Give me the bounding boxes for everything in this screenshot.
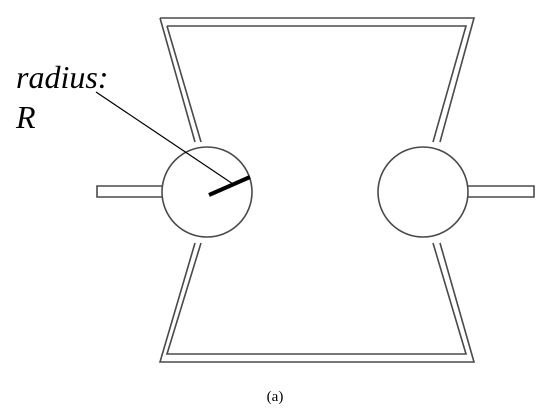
- figure-caption: (a): [267, 389, 284, 405]
- frame-outer-left-upper: [159, 17, 196, 143]
- frame-inner-left-upper: [166, 25, 202, 143]
- radius-leader-line: [95, 91, 234, 185]
- left-port: [96, 146, 253, 238]
- frame-inner-top: [167, 25, 468, 143]
- right-port-stub: [468, 185, 535, 198]
- cavity-frame: [158, 17, 476, 363]
- radius-label-line1: radius:: [16, 59, 108, 95]
- radius-bar: [208, 175, 251, 197]
- right-port-circle: [377, 146, 469, 238]
- radius-label-line2: R: [15, 99, 36, 135]
- left-port-circle: [161, 146, 253, 238]
- frame-inner-bottom: [165, 242, 468, 355]
- right-port: [377, 146, 535, 238]
- left-port-stub: [96, 185, 162, 198]
